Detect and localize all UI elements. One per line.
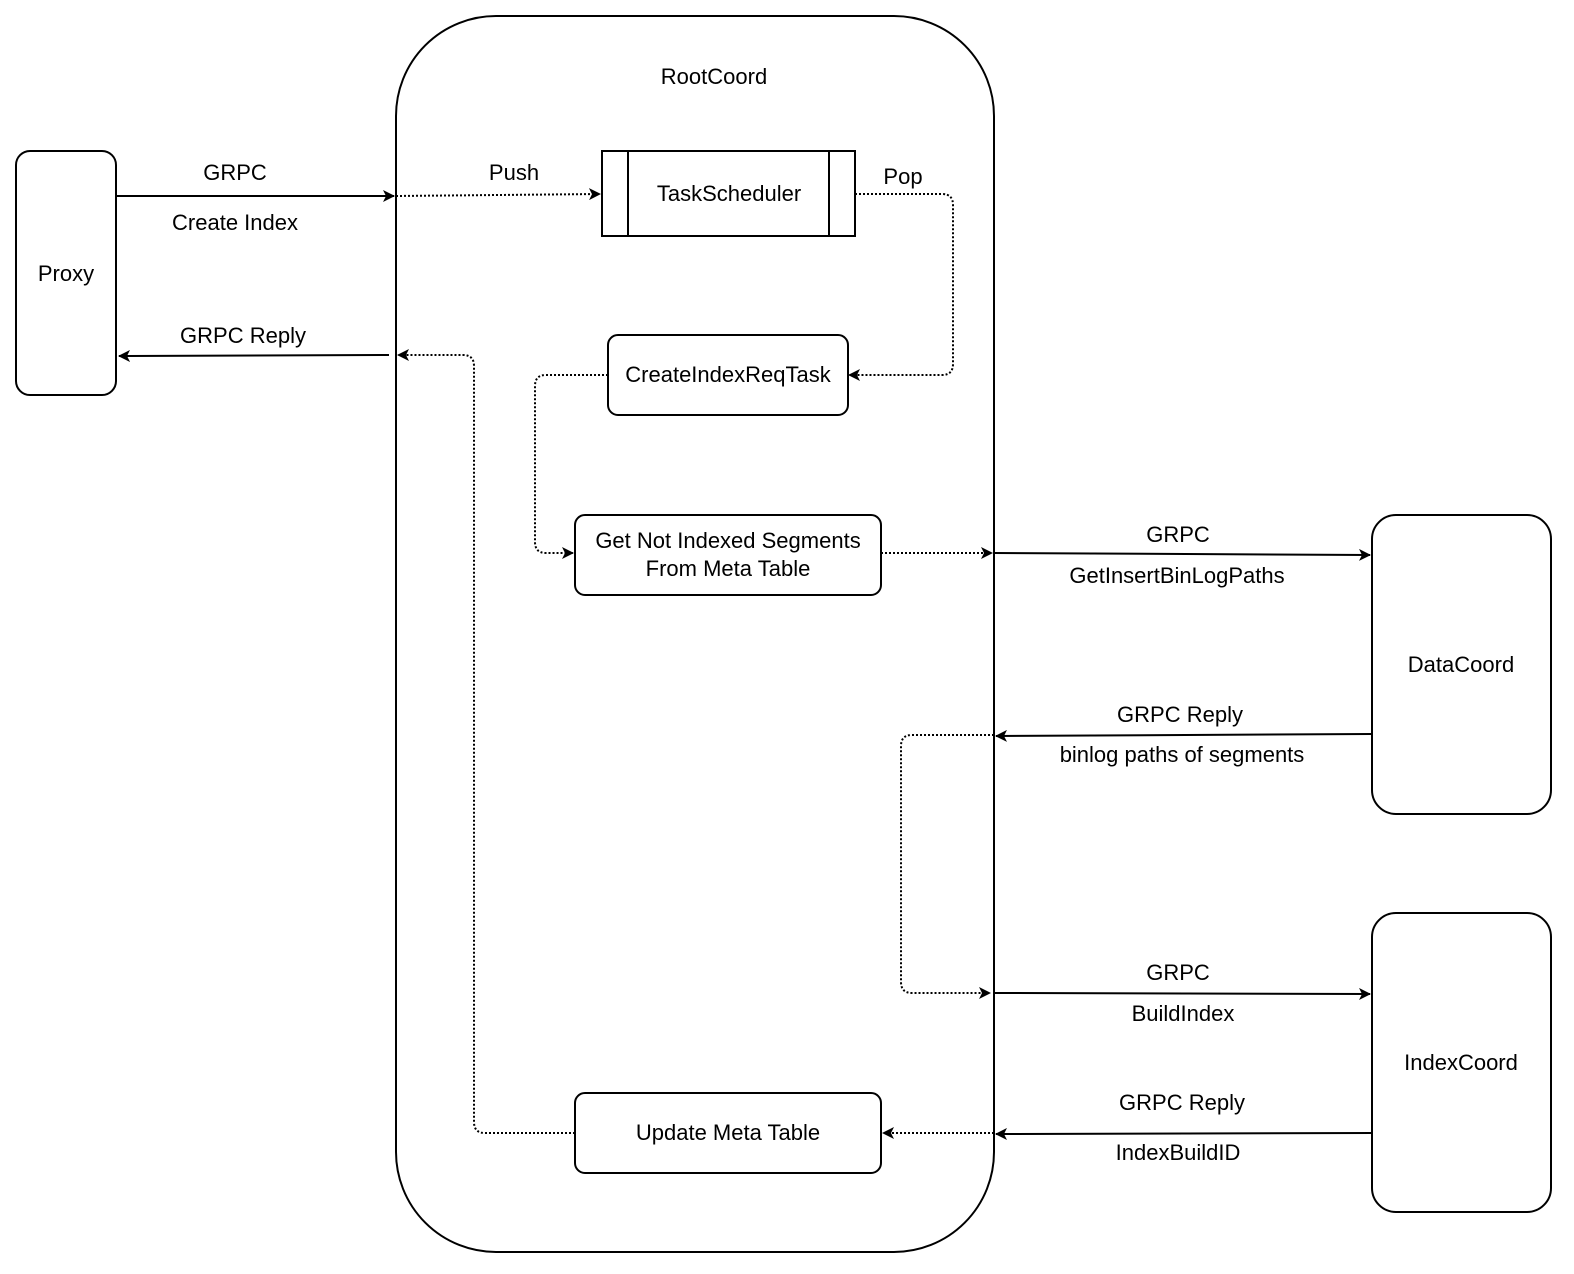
edge-label-binlog-paths: binlog paths of segments xyxy=(1060,742,1305,767)
edge-label-grpc-datacoord: GRPC xyxy=(1146,522,1210,547)
edge-label-create-index: Create Index xyxy=(172,210,298,235)
update-meta-table-label: Update Meta Table xyxy=(636,1120,820,1145)
edge-pop: Pop xyxy=(848,164,954,381)
create-index-req-task-node: CreateIndexReqTask xyxy=(607,334,849,416)
edge-label-index-build-id: IndexBuildID xyxy=(1116,1140,1241,1165)
edge-binlog-to-buildindex xyxy=(900,734,994,999)
datacoord-label: DataCoord xyxy=(1408,652,1514,677)
edge-label-pop: Pop xyxy=(883,164,922,189)
edge-label-grpc-reply: GRPC Reply xyxy=(180,323,306,348)
edge-label-grpc-reply-indexcoord: GRPC Reply xyxy=(1119,1090,1245,1115)
edge-update-meta-to-reply xyxy=(397,349,575,1134)
edge-rootcoord-to-indexcoord: GRPC BuildIndex xyxy=(993,960,1371,1026)
edge-indexcoord-to-rootcoord: GRPC Reply IndexBuildID xyxy=(995,1090,1373,1165)
rootcoord-label: RootCoord xyxy=(661,64,767,89)
edge-label-get-insert-binlog-paths: GetInsertBinLogPaths xyxy=(1069,563,1284,588)
edge-label-grpc-indexcoord: GRPC xyxy=(1146,960,1210,985)
datacoord-node: DataCoord xyxy=(1371,514,1552,815)
get-not-indexed-label-line1: Get Not Indexed Segments xyxy=(595,528,860,553)
task-scheduler-node: TaskScheduler xyxy=(601,150,856,237)
edge-rootcoord-to-datacoord: GRPC GetInsertBinLogPaths xyxy=(993,522,1371,588)
edge-label-grpc: GRPC xyxy=(203,160,267,185)
get-not-indexed-label-line2: From Meta Table xyxy=(646,556,811,581)
get-not-indexed-segments-node: Get Not Indexed Segments From Meta Table xyxy=(574,514,882,596)
edge-label-build-index: BuildIndex xyxy=(1132,1001,1235,1026)
rootcoord-container: RootCoord xyxy=(395,15,995,1253)
proxy-label: Proxy xyxy=(38,261,94,286)
task-scheduler-label: TaskScheduler xyxy=(657,181,801,206)
edge-push: Push xyxy=(395,160,601,201)
edge-label-push: Push xyxy=(489,160,539,185)
indexcoord-node: IndexCoord xyxy=(1371,912,1552,1213)
update-meta-table-node: Update Meta Table xyxy=(574,1092,882,1174)
create-index-req-task-label: CreateIndexReqTask xyxy=(625,362,831,387)
edge-rootcoord-to-proxy: GRPC Reply xyxy=(118,323,390,362)
edge-datacoord-to-rootcoord: GRPC Reply binlog paths of segments xyxy=(995,702,1373,767)
edge-task-to-get-segments xyxy=(534,374,608,559)
indexcoord-label: IndexCoord xyxy=(1404,1050,1518,1075)
edge-proxy-to-rootcoord: GRPC Create Index xyxy=(117,160,395,235)
edge-label-grpc-reply-datacoord: GRPC Reply xyxy=(1117,702,1243,727)
proxy-node: Proxy xyxy=(15,150,117,396)
